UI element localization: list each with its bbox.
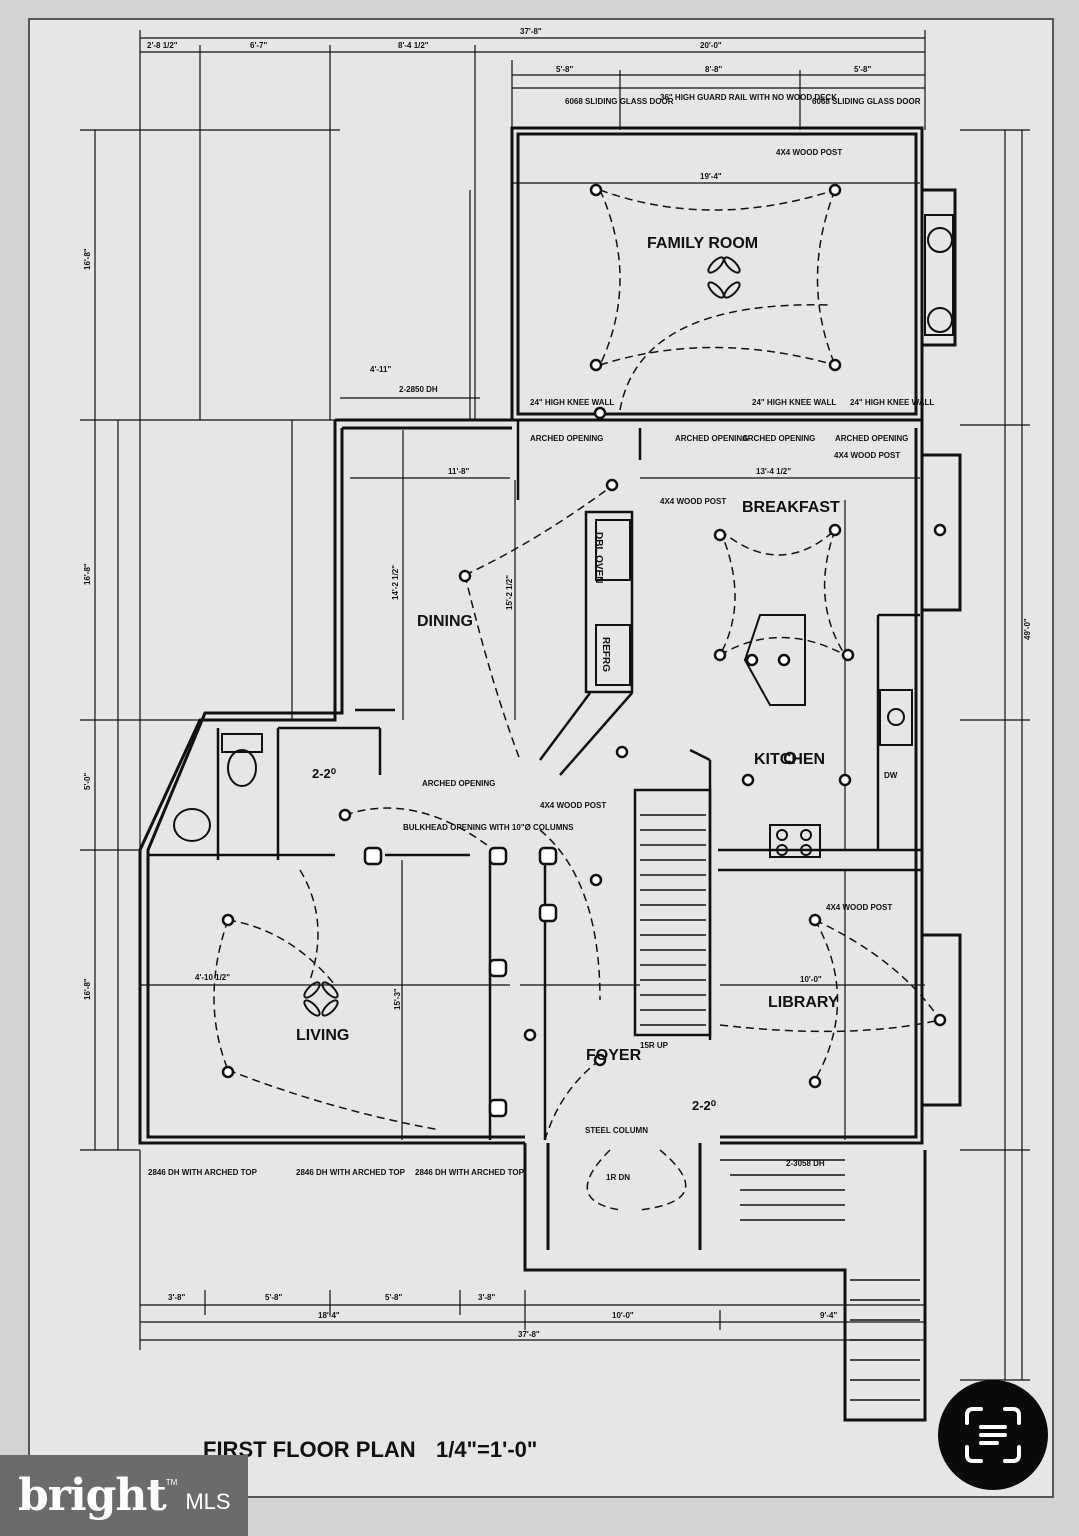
- room-labels: FAMILY ROOM BREAKFAST DINING KITCHEN LIV…: [296, 235, 840, 1064]
- dim-bottom-6: 10'-0": [612, 1311, 634, 1320]
- knee-wall-label: 24" HIGH KNEE WALL: [530, 398, 614, 407]
- scan-text-icon: [965, 1407, 1021, 1463]
- dim-top-1: 2'-8 1/2": [147, 41, 178, 50]
- wood-post-label-3: 4X4 WOOD POST: [826, 903, 892, 912]
- dim-bottom-5: 18'-4": [318, 1311, 340, 1320]
- dimension-labels: 37'-8" 2'-8 1/2" 6'-7" 8'-4 1/2" 20'-0" …: [83, 27, 1032, 1339]
- dim-right-1: 49'-0": [1023, 618, 1032, 640]
- dim-living-depth: 15'-3": [393, 988, 402, 1010]
- dim-top-4: 20'-0": [700, 41, 722, 50]
- knee-wall-label-2: 24" HIGH KNEE WALL: [752, 398, 836, 407]
- dim-top-2: 6'-7": [250, 41, 267, 50]
- dim-bottom-4: 3'-8": [478, 1293, 495, 1302]
- arched-opening-label-5: ARCHED OPENING: [422, 779, 495, 788]
- dim-bottom-2: 5'-8": [265, 1293, 282, 1302]
- dim-left-1: 16'-8": [83, 248, 92, 270]
- room-family: FAMILY ROOM: [647, 235, 758, 252]
- kitchen-fixtures: [173, 214, 954, 858]
- arched-opening-label: ARCHED OPENING: [530, 434, 603, 443]
- refrigerator-label: REFRG: [600, 637, 611, 672]
- dim-top-6: 8'-8": [705, 65, 722, 74]
- wood-post-label: 4X4 WOOD POST: [776, 148, 842, 157]
- dim-top-3: 8'-4 1/2": [398, 41, 429, 50]
- window-2850-label: 2-2850 DH: [399, 385, 438, 394]
- room-dining: DINING: [417, 613, 473, 630]
- window-label-1: 2846 DH WITH ARCHED TOP: [148, 1168, 258, 1177]
- bulkhead-label: BULKHEAD OPENING WITH 10"Ø COLUMNS: [403, 823, 574, 832]
- arched-opening-label-3: ARCHED OPENING: [742, 434, 815, 443]
- room-foyer: FOYER: [586, 1047, 642, 1064]
- stair-up-label: 15R UP: [640, 1041, 669, 1050]
- staircase: [640, 814, 920, 1401]
- stair-dn-label: 1R DN: [606, 1173, 630, 1182]
- exterior-walls: [138, 126, 962, 1422]
- knee-wall-label-3: 24" HIGH KNEE WALL: [850, 398, 934, 407]
- stair-window-label: 2-3058 DH: [786, 1159, 825, 1168]
- dim-top-overall: 37'-8": [520, 27, 542, 36]
- wood-post-label-2: 4X4 WOOD POST: [660, 497, 726, 506]
- wood-post-label-4: 4X4 WOOD POST: [540, 801, 606, 810]
- steel-column-label: STEEL COLUMN: [585, 1126, 648, 1135]
- dim-top-7: 5'-8": [854, 65, 871, 74]
- dim-left-4: 16'-8": [83, 978, 92, 1000]
- window-label-2: 2846 DH WITH ARCHED TOP: [296, 1168, 406, 1177]
- arched-opening-label-2: ARCHED OPENING: [675, 434, 748, 443]
- dim-dining-width: 11'-8": [448, 467, 469, 476]
- dimension-lines: [80, 30, 1030, 1381]
- room-kitchen: KITCHEN: [754, 751, 825, 768]
- arched-opening-label-4: ARCHED OPENING: [835, 434, 908, 443]
- dim-14-2: 14'-2 1/2": [391, 565, 400, 600]
- annotation-labels: 6068 SLIDING GLASS DOOR 6068 SLIDING GLA…: [148, 93, 934, 1182]
- logo-brand: bright: [18, 1470, 167, 1521]
- scan-text-button[interactable]: [938, 1380, 1048, 1490]
- glass-door-right-label: 6068 SLIDING GLASS DOOR: [812, 97, 921, 106]
- dim-left-3: 5'-0": [83, 773, 92, 790]
- room-living: LIVING: [296, 1027, 349, 1044]
- wood-post-label-5: 4X4 WOOD POST: [834, 451, 900, 460]
- guard-rail-label: 36" HIGH GUARD RAIL WITH NO WOOD DECK: [660, 93, 837, 102]
- window-label-3: 2846 DH WITH ARCHED TOP: [415, 1168, 525, 1177]
- dim-living-width: 4'-10 1/2": [195, 973, 230, 982]
- dim-15-2: 15'-2 1/2": [505, 575, 514, 610]
- dim-top-5: 5'-8": [556, 65, 573, 74]
- room-breakfast: BREAKFAST: [742, 499, 840, 516]
- dim-left-2: 16'-8": [83, 563, 92, 585]
- dim-bottom-3: 5'-8": [385, 1293, 402, 1302]
- plan-scale: 1/4"=1'-0": [436, 1437, 538, 1462]
- closet-left-label: 2-2⁰: [312, 766, 337, 781]
- dim-bottom-1: 3'-8": [168, 1293, 185, 1302]
- ceiling-fan-icon: [303, 256, 741, 1017]
- logo-tm: TM: [165, 1478, 178, 1487]
- light-fixtures: [221, 183, 947, 1118]
- dim-family-width: 19'-4": [700, 172, 722, 181]
- electrical-dashed-lines: [213, 189, 941, 1211]
- interior-walls: [148, 420, 922, 1140]
- dim-bottom-7: 9'-4": [820, 1311, 837, 1320]
- dbl-oven-label: DBL OVEN: [593, 532, 604, 584]
- dim-4-11: 4'-11": [370, 365, 391, 374]
- dim-breakfast-width: 13'-4 1/2": [756, 467, 791, 476]
- room-library: LIBRARY: [768, 994, 839, 1011]
- dim-bottom-overall: 37'-8": [518, 1330, 540, 1339]
- bright-mls-logo: bright TM MLS: [0, 1455, 248, 1536]
- glass-door-left-label: 6068 SLIDING GLASS DOOR: [565, 97, 674, 106]
- dishwasher-label: DW: [884, 771, 898, 780]
- dim-library-width: 10'-0": [800, 975, 822, 984]
- logo-mls: MLS: [185, 1488, 231, 1514]
- closet-right-label: 2-2⁰: [692, 1098, 717, 1113]
